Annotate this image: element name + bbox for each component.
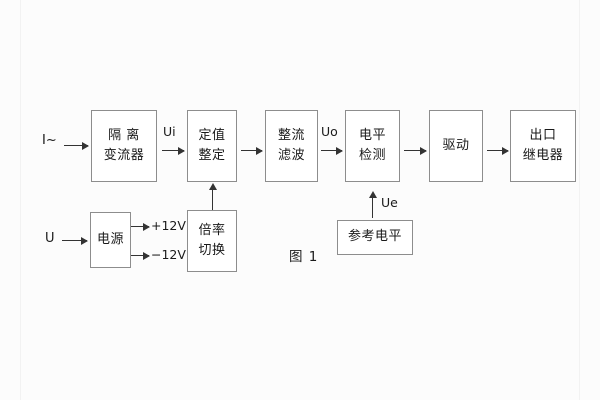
arrow-rail-negative	[131, 251, 150, 260]
block-reference-level: 参考电平	[337, 220, 413, 255]
block-output-relay: 出口 继电器	[510, 110, 576, 182]
arrow-level-detect-to-driver	[404, 146, 427, 155]
block-power-supply: 电源	[90, 212, 131, 268]
arrow-voltage-to-power-supply	[62, 236, 88, 245]
block-setting: 定值 整定	[187, 110, 237, 182]
block-isolation-ct: 隔 离 变流器	[91, 110, 157, 182]
block-isolation-ct-line1: 隔 离	[108, 127, 140, 143]
block-ratio-switch-line2: 切换	[198, 243, 226, 258]
block-level-detect-line1: 电平	[358, 127, 386, 143]
block-output-relay-line1: 出口	[529, 127, 557, 143]
figure-caption: 图 1	[289, 249, 319, 265]
block-driver-line1: 驱动	[442, 137, 470, 153]
signal-label-ue: Ue	[381, 195, 398, 210]
arrow-current-to-isolation-ct	[64, 141, 89, 150]
block-reference-level-line1: 参考电平	[347, 229, 402, 245]
page-edge-left	[20, 0, 21, 400]
arrow-ratio-switch-to-setting	[208, 183, 217, 210]
arrow-driver-to-output-relay	[487, 146, 509, 155]
arrow-setting-to-rectifier	[241, 146, 263, 155]
block-isolation-ct-line2: 变流器	[103, 148, 145, 163]
input-label-current: I~	[42, 133, 57, 148]
arrow-rectifier-to-level-detect	[321, 146, 343, 155]
block-level-detect-line2: 检测	[358, 148, 386, 163]
arrow-isolation-ct-to-setting	[162, 146, 185, 155]
block-driver: 驱动	[429, 110, 483, 182]
block-setting-line1: 定值	[198, 127, 226, 143]
block-setting-line2: 整定	[198, 148, 226, 163]
block-rectifier-filter: 整流 滤波	[265, 110, 318, 182]
signal-label-uo: Uo	[321, 124, 338, 139]
rail-label-negative: −12V	[151, 247, 186, 262]
block-level-detect: 电平 检测	[345, 110, 400, 182]
block-rectifier-filter-line1: 整流	[277, 127, 305, 143]
arrow-reference-level-to-level-detect	[368, 191, 377, 218]
block-output-relay-line2: 继电器	[522, 148, 564, 163]
arrow-rail-positive	[131, 222, 150, 231]
signal-label-ui: Ui	[163, 124, 176, 139]
rail-label-positive: +12V	[151, 218, 186, 233]
block-rectifier-filter-line2: 滤波	[277, 148, 305, 163]
block-power-supply-line1: 电源	[96, 231, 124, 247]
block-ratio-switch-line1: 倍率	[198, 222, 226, 238]
block-ratio-switch: 倍率 切换	[187, 210, 237, 272]
page-edge-right	[579, 0, 580, 400]
input-label-voltage: U	[45, 231, 55, 246]
